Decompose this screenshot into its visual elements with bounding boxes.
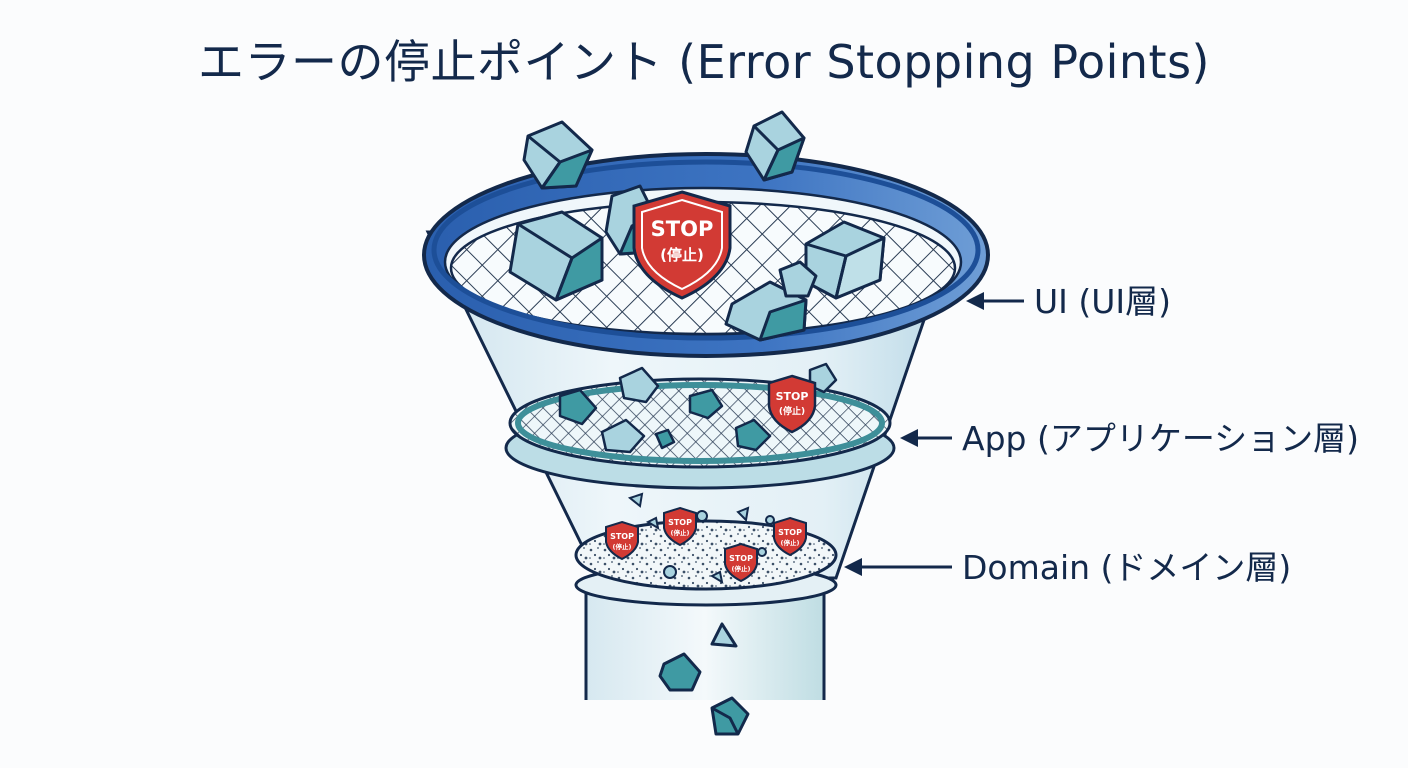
domain-filter-layer: [574, 519, 838, 607]
rock: [600, 418, 646, 454]
rock: [688, 388, 724, 420]
stop-badge-small: STOP (停止): [724, 542, 758, 583]
rock: [710, 696, 750, 736]
stop-badge-medium-subtext: (停止): [779, 405, 805, 417]
rock: [734, 418, 772, 452]
layer-label-domain: Domain (ドメイン層): [962, 548, 1291, 587]
arrow-left-icon: [844, 558, 862, 576]
rock: [654, 428, 676, 450]
stop-badge-small-text: STOP: [778, 528, 802, 537]
stop-badge-small-text: STOP: [668, 518, 692, 527]
stop-badge-small-text: STOP: [610, 532, 634, 541]
stop-badge-small-text: STOP: [729, 554, 753, 563]
rock: [558, 388, 598, 426]
rock: [508, 210, 604, 302]
rock: [778, 260, 818, 298]
stop-badge-large-subtext: (停止): [660, 246, 704, 264]
layer-label-app: App (アプリケーション層): [962, 419, 1359, 458]
stop-badge-small: STOP (停止): [773, 516, 807, 557]
stop-badge-large: STOP (停止): [632, 190, 732, 300]
label-domain: Domain (ドメイン層): [844, 548, 1291, 587]
stop-badge-medium: STOP (停止): [767, 374, 817, 434]
stop-badge-small: STOP (停止): [605, 520, 639, 561]
arrow-left-icon: [900, 429, 918, 447]
stop-badges-small: STOP (停止) STOP (停止) STOP (停止) STOP (停止): [605, 506, 807, 583]
stop-badge-medium-text: STOP: [776, 390, 809, 403]
rock: [710, 622, 738, 648]
stop-badge-small-subtext: (停止): [613, 542, 632, 551]
rock: [804, 220, 886, 300]
rock: [522, 120, 594, 190]
stop-badge-small-subtext: (停止): [671, 528, 690, 537]
arrow-left-icon: [966, 292, 984, 310]
rock: [744, 110, 806, 182]
diagram-title: エラーの停止ポイント (Error Stopping Points): [198, 35, 1210, 89]
particles-domain: [627, 492, 775, 585]
stop-badge-large-text: STOP: [651, 217, 714, 241]
rocks-falling: [658, 622, 750, 736]
stop-badge-small-subtext: (停止): [781, 538, 800, 547]
label-app: App (アプリケーション層): [900, 419, 1359, 458]
stop-badge-small: STOP (停止): [663, 506, 697, 547]
layer-label-ui: UI (UI層): [1034, 282, 1171, 321]
label-ui: UI (UI層): [966, 282, 1171, 321]
rocks-ui: [508, 110, 886, 342]
rock: [658, 652, 702, 692]
rock: [618, 366, 660, 404]
stop-badge-small-subtext: (停止): [732, 564, 751, 573]
